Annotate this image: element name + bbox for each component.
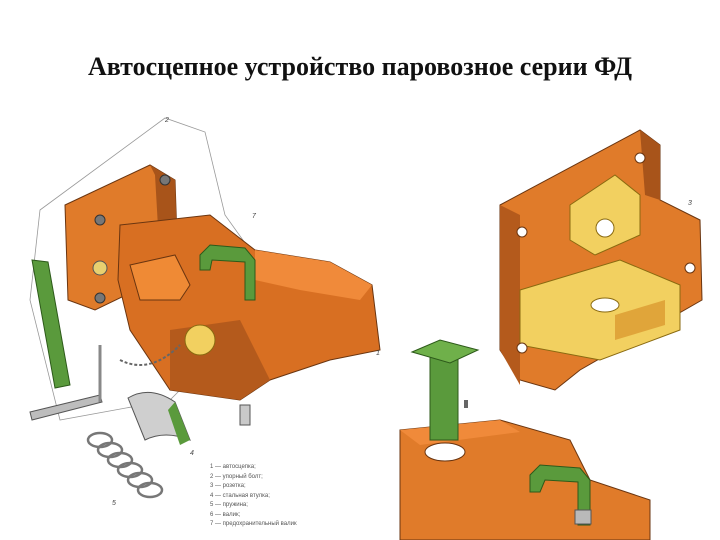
bottom-pin: [239, 404, 251, 426]
spring: [86, 431, 164, 499]
callout-label: 2: [164, 117, 169, 124]
rosette-bracket: [569, 174, 641, 256]
left-assembly: 2 7 1 4 5: [29, 117, 381, 507]
bolt-hole: [516, 342, 528, 354]
yellow-ball: [184, 324, 216, 356]
legend-item: 2 — упорный болт;: [210, 473, 263, 480]
callout-label: 7: [252, 213, 257, 220]
bolt-icon: [92, 260, 108, 276]
bolt-icon: [159, 174, 171, 186]
pin-detail: [399, 339, 651, 540]
bolt-icon: [94, 214, 106, 226]
green-pin: [429, 354, 459, 441]
chain: [119, 344, 181, 366]
legend-item: 5 — пружина;: [210, 502, 248, 508]
guard-bracket-small: [529, 464, 591, 526]
coupler-head: [129, 254, 191, 301]
slide-title: Автосцепное устройство паровозное серии …: [88, 52, 632, 81]
callout-label: 1: [376, 350, 380, 357]
legend-item: 6 — валик;: [210, 511, 241, 518]
bolt-hole: [516, 226, 528, 238]
uncoupling-lever: [31, 259, 71, 389]
bolt-hole: [684, 262, 696, 274]
bolt-icon: [94, 292, 106, 304]
callout-label: 4: [190, 450, 194, 457]
bolt-hole: [634, 152, 646, 164]
legend: 1 — автосцепка; 2 — упорный болт; 3 — ро…: [210, 463, 410, 530]
guard-bracket: [199, 244, 256, 301]
callout-label: 5: [112, 500, 116, 507]
legend-item: 4 — стальная втулка;: [210, 492, 270, 499]
legend-item: 1 — автосцепка;: [210, 464, 256, 470]
legend-item: 7 — предохранительный валик: [210, 521, 297, 527]
callout-label: 3: [688, 200, 692, 207]
legend-item: 3 — розетка;: [210, 483, 246, 489]
right-assembly: 3: [499, 129, 703, 391]
